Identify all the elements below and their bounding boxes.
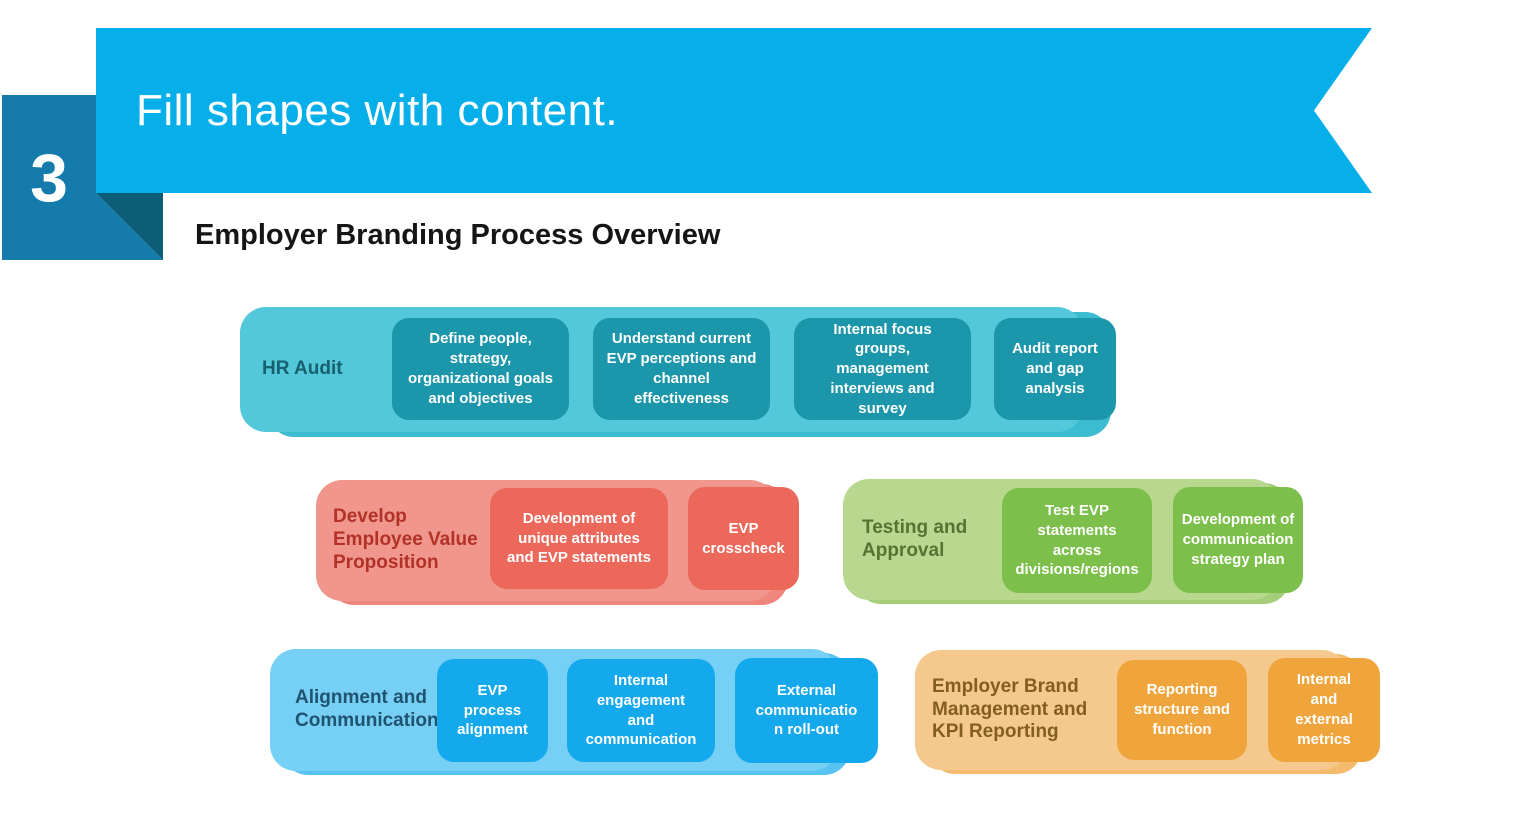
step-box: EVP process alignment	[437, 659, 548, 762]
step-box: Test EVP statements across divisions/reg…	[1002, 488, 1152, 593]
phase-group-alignment-communication: Alignment and Communication EVP process …	[270, 649, 878, 771]
step-number: 3	[30, 139, 68, 216]
phase-label: Testing and Approval	[862, 516, 968, 561]
slide-heading: Employer Branding Process Overview	[195, 219, 721, 251]
step-box: Development of unique attributes and EVP…	[490, 488, 668, 589]
step-box: Understand current EVP perceptions and c…	[593, 318, 770, 420]
phase-label: Employer Brand Management and KPI Report…	[932, 675, 1088, 743]
step-box: EVP crosscheck	[688, 487, 799, 590]
step-box: External communicatio n roll-out	[735, 658, 878, 763]
step-box: Define people, strategy, organizational …	[392, 318, 569, 420]
phase-label: Develop Employee Value Proposition	[333, 506, 478, 573]
phase-group-develop-evp: Develop Employee Value Proposition Devel…	[316, 480, 799, 601]
phase-label: HR Audit	[262, 358, 343, 380]
step-box: Development of communication strategy pl…	[1173, 487, 1303, 593]
step-box: Audit report and gap analysis	[994, 318, 1116, 420]
phase-group-brand-management-kpi: Employer Brand Management and KPI Report…	[915, 650, 1380, 770]
phase-label: Alignment and Communication	[295, 687, 439, 731]
step-box: Internal and external metrics	[1268, 658, 1380, 762]
title-banner-ribbon: Fill shapes with content.	[96, 28, 1372, 193]
step-box: Internal focus groups, management interv…	[794, 318, 971, 420]
step-box: Internal engagement and communication	[567, 659, 715, 762]
phase-group-testing-approval: Testing and Approval Test EVP statements…	[843, 479, 1303, 600]
phase-group-hr-audit: HR Audit Define people, strategy, organi…	[240, 307, 1116, 432]
banner-title: Fill shapes with content.	[136, 85, 619, 135]
step-box: Reporting structure and function	[1117, 660, 1247, 760]
step-number-tab: 3	[2, 95, 96, 260]
